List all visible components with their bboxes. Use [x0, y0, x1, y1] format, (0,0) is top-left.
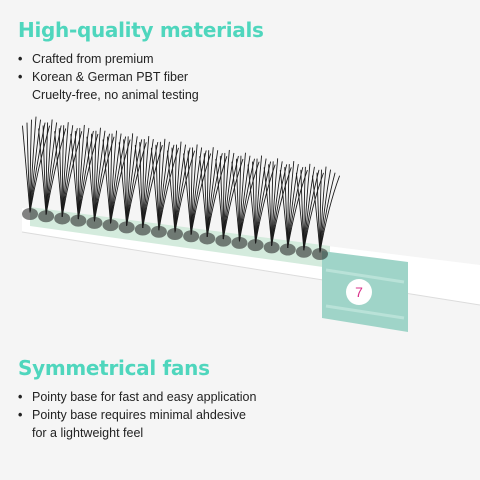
fans-section: Symmetrical fans • Pointy base for fast … — [0, 356, 480, 442]
list-item: • Crafted from premium — [18, 50, 480, 68]
tray-number-badge — [346, 279, 372, 305]
lash-fan — [22, 116, 50, 220]
bullet-icon: • — [18, 390, 23, 404]
lash-fan — [295, 163, 324, 258]
list-item-text: Pointy base for fast and easy applicatio… — [32, 390, 257, 404]
bullet-icon: • — [18, 408, 23, 422]
fans-list: • Pointy base for fast and easy applicat… — [0, 388, 480, 442]
list-item: • Korean & German PBT fiber — [18, 68, 480, 86]
bullet-icon: • — [18, 52, 23, 66]
lash-fan — [118, 133, 147, 234]
tray-number: 7 — [355, 284, 363, 300]
list-item-continuation: Cruelty-free, no animal testing — [18, 86, 480, 104]
lash-fan — [183, 144, 212, 243]
lash-fan — [247, 155, 276, 252]
bullet-icon: • — [18, 70, 23, 84]
list-item-continuation: for a lightweight feel — [18, 424, 480, 442]
lash-fans — [22, 116, 340, 260]
lash-fan — [312, 166, 340, 260]
lash-fan — [86, 127, 115, 229]
lash-fan — [102, 130, 131, 232]
list-item-text: Korean & German PBT fiber — [32, 70, 189, 84]
lash-fan — [134, 135, 163, 236]
materials-list: • Crafted from premium • Korean & German… — [0, 50, 480, 104]
list-item-text: Crafted from premium — [32, 52, 154, 66]
list-item-text: for a lightweight feel — [32, 426, 144, 440]
lash-fan — [70, 124, 99, 227]
lash-fan — [263, 158, 292, 254]
list-item: • Pointy base for fast and easy applicat… — [18, 388, 480, 406]
materials-heading: High-quality materials — [18, 18, 264, 42]
list-item: • Pointy base requires minimal ahdesive — [18, 406, 480, 424]
list-item-text: Cruelty-free, no animal testing — [32, 88, 199, 102]
list-item-text: Pointy base requires minimal ahdesive — [32, 408, 246, 422]
materials-section: High-quality materials • Crafted from pr… — [0, 18, 480, 104]
fans-heading: Symmetrical fans — [18, 356, 210, 380]
lash-fan — [54, 122, 83, 225]
lash-fan — [231, 152, 260, 249]
